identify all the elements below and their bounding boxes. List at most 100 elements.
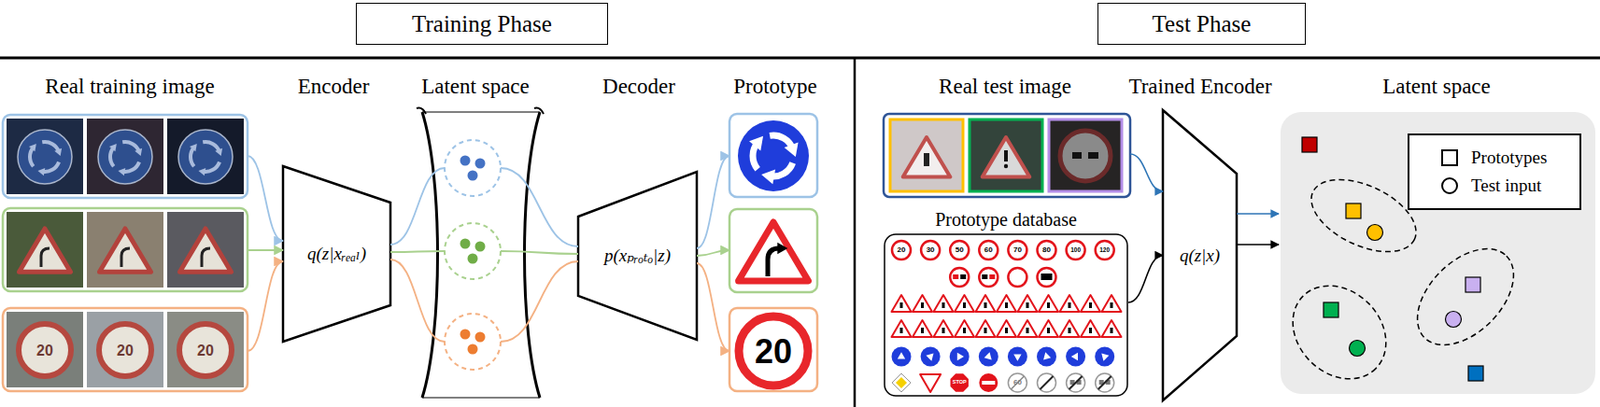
- sign-glyph: [1068, 327, 1072, 334]
- sign-triangle: [19, 228, 71, 272]
- flow-arrow: [1130, 154, 1163, 192]
- prototype-frame: [729, 113, 818, 198]
- training-photo: [6, 118, 84, 195]
- band-edge: [422, 112, 540, 114]
- mandatory-sign: [920, 347, 941, 368]
- flow-arrow: [247, 155, 284, 241]
- database-frame: [884, 234, 1128, 397]
- legend-square: [1442, 150, 1458, 166]
- sign-glyph: [962, 327, 966, 334]
- warning-sign: [1038, 320, 1059, 338]
- legend-item: Test input: [1439, 174, 1542, 198]
- speed-sign: [920, 240, 940, 260]
- cluster-ellipse: [1399, 230, 1531, 363]
- speed-sign: [18, 324, 71, 377]
- mandatory-sign: [892, 347, 912, 368]
- separator-line: [853, 57, 857, 407]
- sign-arrow-head: [749, 131, 769, 152]
- prohibition-sign: [1037, 268, 1057, 287]
- sign-glyph: [41, 248, 50, 268]
- latent-point: [475, 158, 486, 170]
- latent-point: [467, 344, 479, 355]
- priority-sign: [892, 373, 911, 393]
- sign-number: 30: [926, 246, 935, 255]
- warning-sign: [976, 295, 996, 312]
- stop-sign: [949, 373, 968, 392]
- sign-arrow-head: [37, 167, 46, 176]
- connector-arrow: [1128, 255, 1163, 304]
- flow-arrow: [500, 251, 579, 255]
- column-heading: Trained Encoder: [1128, 75, 1272, 98]
- sign-glyph: [920, 302, 924, 309]
- sign-number: 20: [36, 343, 54, 359]
- sign-glyph: [1004, 164, 1008, 169]
- mandatory-sign: [978, 347, 999, 368]
- sign-glyph: [767, 248, 779, 277]
- sign-glyph: [1013, 354, 1021, 362]
- sign-disc: [1060, 130, 1111, 182]
- warning-sign: [934, 320, 954, 338]
- sign-word: STOP: [952, 380, 967, 386]
- test-photo: [969, 119, 1043, 192]
- flow-arrow: [500, 168, 579, 247]
- sign-glyph: [925, 351, 936, 362]
- prohibition-sign: [1007, 268, 1027, 287]
- sign-arrow-head: [214, 148, 225, 158]
- image-group-frame: [2, 308, 248, 392]
- panel-fill: [1280, 112, 1596, 395]
- warning-sign: [912, 320, 933, 338]
- sign-disc: [178, 129, 233, 185]
- sign-glyph: [1041, 273, 1053, 281]
- sign-glyph: [952, 274, 959, 280]
- speed-sign: [1007, 240, 1027, 260]
- speed-sign: [1037, 240, 1057, 260]
- sign-glyph: [1068, 302, 1072, 309]
- latent-space-band: [416, 108, 544, 398]
- sign-glyph: [121, 248, 130, 268]
- speed-sign: [99, 324, 152, 377]
- latent-point: [460, 155, 471, 167]
- column-heading: Real test image: [938, 75, 1072, 98]
- separator-line: [0, 56, 1600, 60]
- warning-sign: [934, 295, 954, 312]
- sign-glyph: [984, 352, 995, 363]
- database-icons: [892, 240, 1122, 393]
- sign-glyph: [920, 327, 924, 334]
- band-edge: [422, 112, 439, 398]
- sign-glyph: [1026, 302, 1030, 309]
- training-image-group: [2, 114, 248, 199]
- database-heading: Prototype database: [883, 209, 1129, 230]
- warning-sign: [1102, 295, 1122, 312]
- sign-glyph: [897, 352, 906, 359]
- sign-number: 20: [897, 246, 907, 255]
- sign-glyph: [1088, 152, 1099, 159]
- sign-number: 120: [1099, 247, 1110, 255]
- prototype-point: [1465, 277, 1481, 293]
- flow-arrow: [390, 168, 445, 245]
- latent-point: [475, 241, 486, 253]
- test-image-group: [883, 113, 1131, 198]
- curve-warning-sign: [738, 222, 809, 282]
- sign-triangle: [180, 228, 232, 272]
- speed-sign: [738, 316, 808, 386]
- sign-glyph: [777, 242, 788, 255]
- prototype-point: [1323, 302, 1339, 318]
- column-heading: Latent space: [1382, 75, 1491, 98]
- mandatory-sign: [1065, 347, 1086, 368]
- no-entry-sign: [981, 381, 995, 385]
- end-restriction-sign: [1095, 373, 1115, 393]
- sign-glyph: [984, 302, 988, 309]
- training-photo: [86, 212, 164, 288]
- sign-glyph: [942, 327, 946, 334]
- formula-text: p(xₚᵣₒₜₒ|z): [578, 246, 697, 267]
- sign-glyph: [923, 153, 930, 167]
- mandatory-sign: [1036, 347, 1057, 368]
- warning-sign: [996, 320, 1017, 338]
- test-point: [1349, 340, 1366, 357]
- sign-number: 20: [197, 343, 214, 359]
- band-edge: [524, 112, 541, 398]
- end-restriction-sign: [1037, 373, 1057, 393]
